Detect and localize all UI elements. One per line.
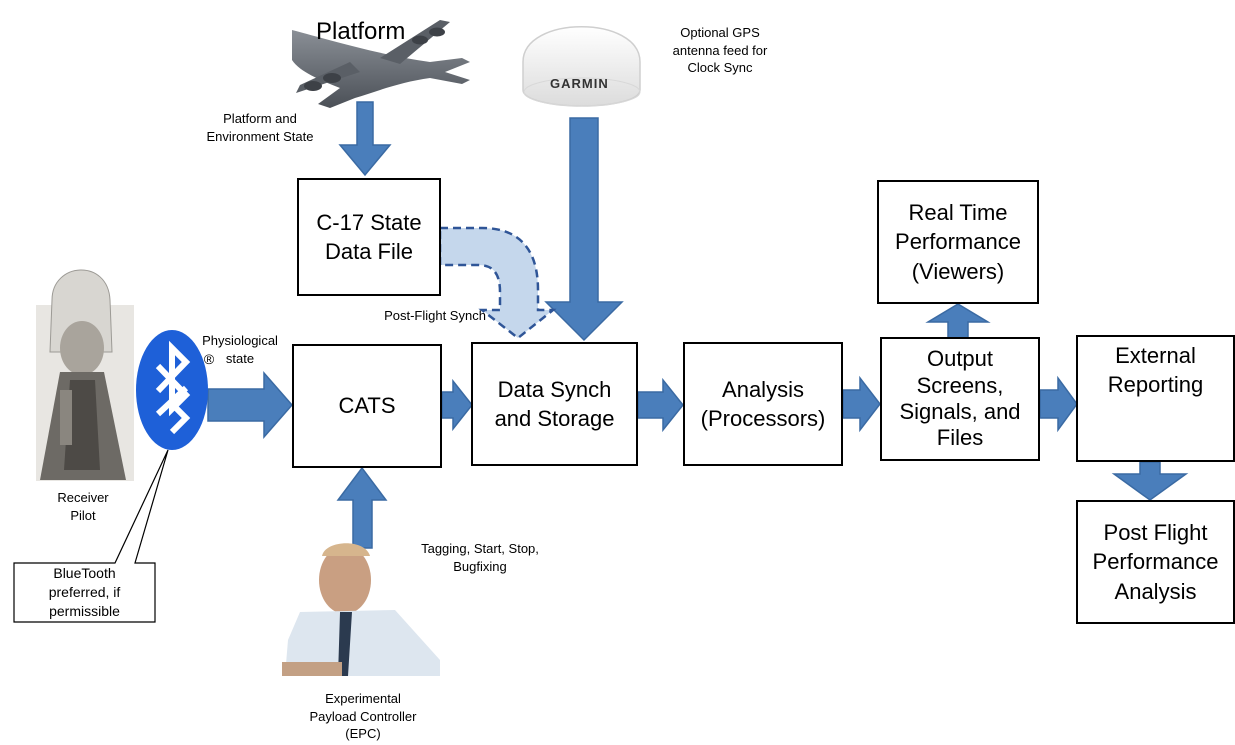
- post-flight-synch-label: Post-Flight Synch: [384, 308, 486, 323]
- post-flight-analysis-box: Post Flight Performance Analysis: [1076, 500, 1235, 624]
- arrow-datasynch-to-analysis: [637, 377, 684, 433]
- bluetooth-icon: [136, 330, 208, 450]
- arrow-analysis-to-output: [842, 375, 881, 433]
- analysis-box: Analysis (Processors): [683, 342, 843, 466]
- output-label: Output Screens, Signals, and Files: [899, 346, 1021, 451]
- arrow-output-to-realtime: [925, 303, 991, 339]
- gps-brand-label: GARMIN: [550, 76, 609, 91]
- airplane-icon: [292, 20, 470, 108]
- gps-label: Optional GPS antenna feed for Clock Sync: [672, 25, 768, 76]
- dashed-post-flight-arrow: [438, 226, 557, 340]
- gps-antenna-icon: [522, 26, 641, 107]
- physiological-state-label: Physiological state: [202, 333, 278, 366]
- pilot-photo: [36, 269, 134, 481]
- real-time-performance-label: Real Time Performance (Viewers): [895, 200, 1021, 284]
- epc-label: Experimental Payload Controller (EPC): [309, 691, 417, 742]
- output-box: Output Screens, Signals, and Files: [880, 337, 1040, 461]
- data-synch-storage-box: Data Synch and Storage: [471, 342, 638, 466]
- c17-state-data-file-label: C-17 State Data File: [316, 209, 422, 264]
- cats-box: CATS: [292, 344, 442, 468]
- arrow-bluetooth-to-cats: [207, 371, 293, 439]
- external-reporting-box: External Reporting: [1076, 335, 1235, 462]
- arrow-platform-to-c17: [338, 101, 392, 177]
- bluetooth-callout-shape: [13, 449, 169, 623]
- arrow-gps-to-datasynch: [544, 117, 624, 342]
- controller-photo: [282, 543, 440, 676]
- analysis-label: Analysis (Processors): [700, 376, 826, 431]
- arrow-external-to-postflight: [1111, 461, 1189, 501]
- arrow-output-to-external: [1039, 375, 1078, 433]
- platform-state-label: Platform and Environment State: [206, 111, 314, 144]
- tagging-label: Tagging, Start, Stop, Bugfixing: [421, 541, 539, 574]
- bluetooth-callout-text: BlueTooth preferred, if permissible: [48, 565, 121, 619]
- arrow-controller-to-cats: [336, 466, 388, 549]
- external-reporting-label: External Reporting: [1107, 343, 1204, 398]
- registered-mark: ®: [203, 351, 215, 367]
- receiver-pilot-label: Receiver Pilot: [57, 490, 109, 523]
- platform-title: Platform: [316, 18, 406, 45]
- post-flight-analysis-label: Post Flight Performance Analysis: [1092, 520, 1219, 604]
- data-synch-storage-label: Data Synch and Storage: [494, 376, 615, 431]
- real-time-performance-box: Real Time Performance (Viewers): [877, 180, 1039, 304]
- arrow-cats-to-datasynch: [441, 378, 473, 432]
- c17-state-data-file-box: C-17 State Data File: [297, 178, 441, 296]
- cats-label: CATS: [338, 393, 396, 419]
